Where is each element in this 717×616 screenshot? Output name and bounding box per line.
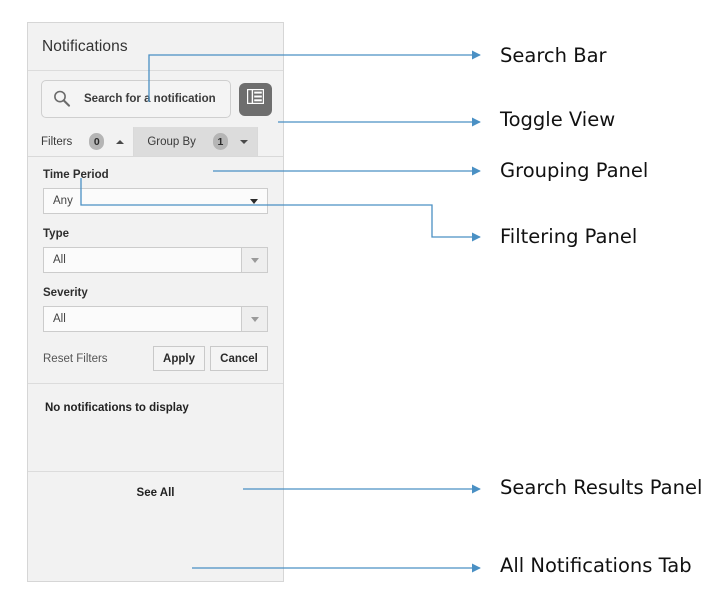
filter-actions: Reset Filters Apply Cancel [43, 346, 268, 371]
time-period-select[interactable]: Any [43, 188, 268, 214]
type-select[interactable]: All [43, 247, 268, 273]
cancel-button[interactable]: Cancel [210, 346, 268, 371]
notification-panel: Notifications Search for a notification [27, 22, 284, 582]
panel-header: Notifications [28, 23, 283, 71]
search-results-panel: No notifications to display [28, 384, 283, 472]
toggle-view-button[interactable] [239, 82, 272, 116]
chevron-up-icon[interactable] [116, 139, 125, 144]
apply-button[interactable]: Apply [153, 346, 205, 371]
toggle-view-icon [246, 88, 265, 109]
chevron-down-icon [250, 316, 259, 322]
filtering-panel: Time Period Any Type All Severity All Re… [28, 157, 283, 384]
reset-filters-link[interactable]: Reset Filters [43, 352, 108, 365]
annotation-search-bar: Search Bar [500, 44, 607, 67]
annotation-all-notifications-tab: All Notifications Tab [500, 554, 692, 577]
annotation-search-results-panel: Search Results Panel [500, 476, 703, 499]
tab-filters-label: Filters [41, 135, 73, 148]
empty-results-message: No notifications to display [45, 402, 189, 414]
chevron-down-icon[interactable] [239, 139, 248, 144]
search-placeholder: Search for a notification [84, 93, 216, 105]
see-all-label: See All [136, 487, 175, 499]
chevron-down-icon [250, 257, 259, 263]
filter-action-buttons: Apply Cancel [153, 346, 268, 371]
tab-filters[interactable]: Filters 0 [28, 127, 135, 156]
chevron-down-icon [250, 198, 258, 204]
tab-group-by-badge: 1 [212, 133, 228, 150]
severity-value: All [53, 313, 66, 325]
severity-select[interactable]: All [43, 306, 268, 332]
annotation-filtering-panel: Filtering Panel [500, 225, 638, 248]
all-notifications-tab[interactable]: See All [28, 472, 283, 514]
type-value: All [53, 254, 66, 266]
annotation-grouping-panel: Grouping Panel [500, 159, 649, 182]
type-dropdown-button[interactable] [241, 248, 267, 272]
severity-dropdown-button[interactable] [241, 307, 267, 331]
time-period-label: Time Period [43, 169, 109, 181]
tab-filters-badge: 0 [89, 133, 105, 150]
search-input[interactable]: Search for a notification [41, 80, 231, 118]
severity-label: Severity [43, 287, 88, 299]
time-period-value: Any [53, 195, 73, 207]
annotation-toggle-view: Toggle View [500, 108, 616, 131]
tab-strip: Filters 0 Group By 1 [28, 127, 283, 157]
search-bar-row: Search for a notification [28, 71, 283, 127]
page-title: Notifications [42, 37, 128, 55]
search-icon [52, 89, 72, 109]
type-label: Type [43, 228, 69, 240]
tab-group-by-label: Group By [147, 135, 196, 148]
tab-group-by[interactable]: Group By 1 [134, 127, 258, 156]
